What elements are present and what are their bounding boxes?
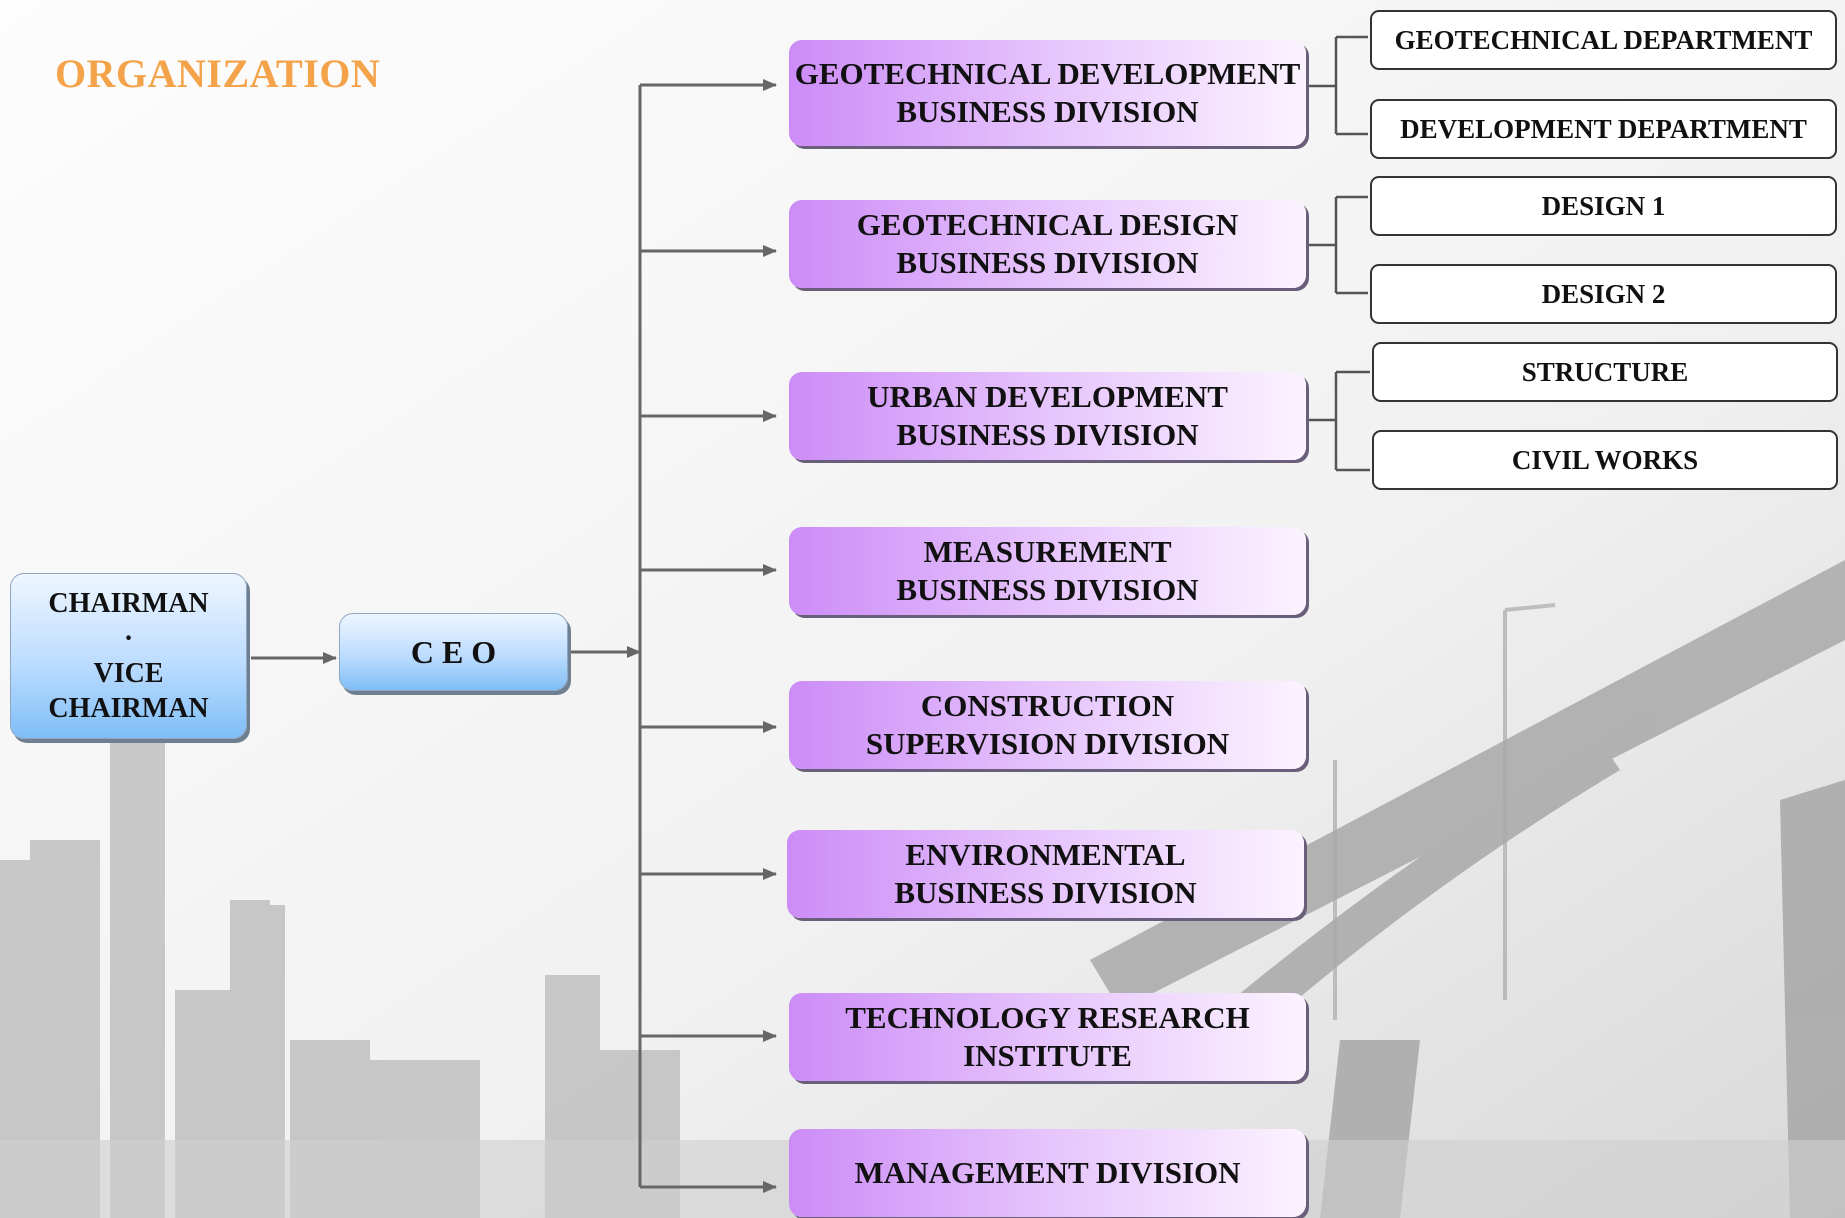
department-label: DESIGN 1 <box>1541 191 1666 221</box>
division-line2: BUSINESS DIVISION <box>896 245 1199 280</box>
chairman-box: CHAIRMAN · VICE CHAIRMAN <box>10 573 247 739</box>
department-geotechnical: GEOTECHNICAL DEPARTMENT <box>1370 10 1837 70</box>
department-civil-works: CIVIL WORKS <box>1372 430 1838 490</box>
division-management: MANAGEMENT DIVISION <box>789 1129 1306 1217</box>
department-design-1: DESIGN 1 <box>1370 176 1837 236</box>
division-line2: BUSINESS DIVISION <box>896 417 1199 452</box>
division-line2: SUPERVISION DIVISION <box>865 726 1230 761</box>
division-line1: MEASUREMENT <box>923 534 1172 569</box>
division-urban-development: URBAN DEVELOPMENT BUSINESS DIVISION <box>789 372 1306 460</box>
department-design-2: DESIGN 2 <box>1370 264 1837 324</box>
department-label: DESIGN 2 <box>1541 279 1666 309</box>
division-construction-supervision: CONSTRUCTION SUPERVISION DIVISION <box>789 681 1306 769</box>
division-line1: GEOTECHNICAL DEVELOPMENT <box>794 56 1301 91</box>
division-line2: BUSINESS DIVISION <box>896 94 1199 129</box>
chairman-label: CHAIRMAN <box>48 588 209 619</box>
division-line1: URBAN DEVELOPMENT <box>867 379 1228 414</box>
page-title: ORGANIZATION <box>55 51 381 96</box>
department-structure: STRUCTURE <box>1372 342 1838 402</box>
department-label: DEVELOPMENT DEPARTMENT <box>1400 114 1807 144</box>
ceo-box: C E O <box>339 613 568 691</box>
division-geotechnical-development: GEOTECHNICAL DEVELOPMENT BUSINESS DIVISI… <box>789 40 1306 146</box>
division-line1: ENVIRONMENTAL <box>905 837 1186 872</box>
division-line2: BUSINESS DIVISION <box>896 572 1199 607</box>
division-measurement: MEASUREMENT BUSINESS DIVISION <box>789 527 1306 615</box>
department-label: GEOTECHNICAL DEPARTMENT <box>1394 25 1813 55</box>
department-label: STRUCTURE <box>1521 357 1689 387</box>
division-line2: BUSINESS DIVISION <box>894 875 1197 910</box>
division-line1: MANAGEMENT DIVISION <box>854 1155 1241 1190</box>
division-line1: TECHNOLOGY RESEARCH <box>845 1000 1250 1035</box>
division-line2: INSTITUTE <box>963 1038 1132 1073</box>
vice-chairman-label: CHAIRMAN <box>48 693 209 724</box>
division-line1: CONSTRUCTION <box>920 688 1175 723</box>
division-line1: GEOTECHNICAL DESIGN <box>856 207 1239 242</box>
chairman-separator: · <box>123 623 134 654</box>
division-technology-research: TECHNOLOGY RESEARCH INSTITUTE <box>789 993 1306 1081</box>
vice-label: VICE <box>93 658 164 689</box>
division-geotechnical-design: GEOTECHNICAL DESIGN BUSINESS DIVISION <box>789 200 1306 288</box>
department-development: DEVELOPMENT DEPARTMENT <box>1370 99 1837 159</box>
ceo-label: C E O <box>410 633 497 670</box>
division-environmental: ENVIRONMENTAL BUSINESS DIVISION <box>787 830 1304 918</box>
department-label: CIVIL WORKS <box>1511 445 1699 475</box>
